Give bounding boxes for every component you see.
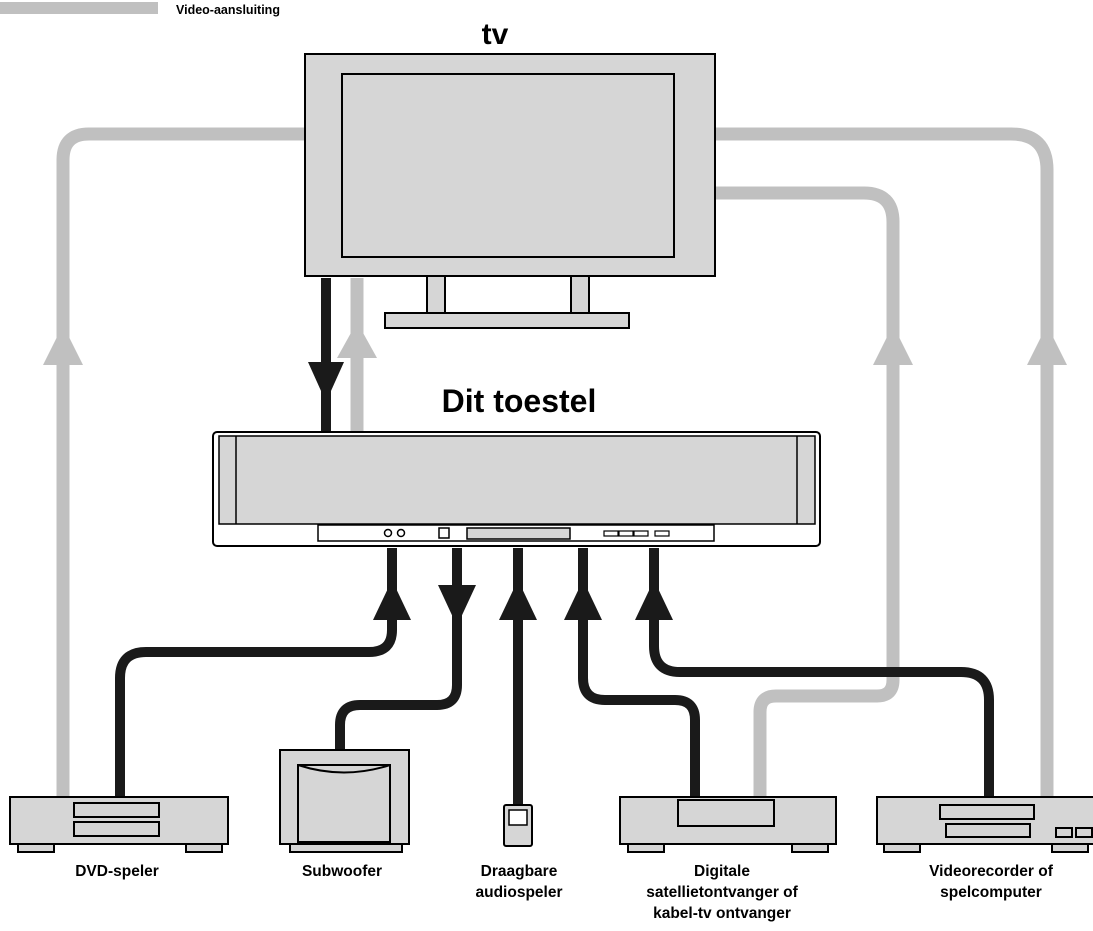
- video-cable-dvd: [56, 127, 305, 797]
- unit-jack-right: [396, 528, 406, 538]
- unit-port: [438, 527, 450, 539]
- tv-screen: [341, 73, 675, 258]
- vcr-slot-top: [939, 804, 1035, 820]
- vcr-label-line-2: spelcomputer: [940, 884, 1042, 901]
- dvd-player-illustration: [9, 796, 229, 853]
- audio-arrow-tv-to-unit: [308, 362, 344, 402]
- unit-button-4: [654, 530, 670, 537]
- unit-display: [466, 527, 571, 540]
- audio-arrow-vcr: [635, 580, 673, 620]
- legend-video-swatch: [0, 2, 158, 14]
- unit-illustration: [212, 431, 821, 547]
- video-cable-vcr: [715, 127, 1054, 797]
- satellite-label-line-1: Digitale: [694, 863, 750, 880]
- unit-grille: [218, 435, 816, 525]
- legend-video-label: Video-aansluiting: [176, 3, 280, 17]
- video-arrows: [43, 322, 1067, 365]
- video-arrow-satellite: [873, 325, 913, 365]
- vcr-slot-bottom: [945, 823, 1031, 838]
- subwoofer-label: Subwoofer: [302, 863, 382, 880]
- audio-cable-subwoofer: [335, 548, 462, 750]
- portable-player-label-line-1: Draagbare: [481, 863, 558, 880]
- satellite-label-line-3: kabel-tv ontvanger: [653, 905, 791, 922]
- tv-title: tv: [482, 18, 509, 51]
- video-cables: [56, 127, 1054, 800]
- audio-arrow-dvd: [373, 580, 411, 620]
- video-cable-satellite: [715, 186, 900, 800]
- audio-arrow-satellite: [564, 580, 602, 620]
- dvd-label: DVD-speler: [75, 863, 159, 880]
- portable-player-screen: [508, 809, 528, 826]
- vcr-label-line-1: Videorecorder of: [929, 863, 1054, 880]
- satellite-display: [677, 799, 775, 827]
- tv-stand-base: [384, 312, 630, 329]
- unit-button-2: [618, 530, 634, 537]
- subwoofer-illustration: [279, 749, 410, 853]
- unit-button-3: [633, 530, 649, 537]
- vcr-button-1: [1055, 827, 1073, 838]
- unit-title: Dit toestel: [442, 383, 597, 419]
- unit-jack-left: [383, 528, 393, 538]
- audio-cable-dvd: [115, 548, 397, 797]
- unit-button-1: [603, 530, 619, 537]
- satellite-label-line-2: satellietontvanger of: [646, 884, 798, 901]
- satellite-receiver-illustration: [619, 796, 837, 853]
- tv-illustration: [304, 53, 716, 329]
- tv-leg-left: [426, 274, 446, 316]
- dvd-tray-top: [73, 802, 160, 818]
- vcr-illustration: [876, 796, 1093, 853]
- subwoofer-cone-curve: [297, 764, 391, 774]
- audio-cable-satellite: [578, 548, 700, 800]
- video-arrow-dvd: [43, 325, 83, 365]
- tv-leg-right: [570, 274, 590, 316]
- audio-arrow-subwoofer: [438, 585, 476, 626]
- audio-arrows: [308, 362, 673, 626]
- portable-player-label-line-2: audiospeler: [476, 884, 563, 901]
- subwoofer-grille: [297, 764, 391, 843]
- audio-cables: [115, 278, 994, 805]
- vcr-button-2: [1075, 827, 1093, 838]
- dvd-tray-bottom: [73, 821, 160, 837]
- video-arrow-unit-to-tv: [337, 322, 377, 358]
- video-arrow-vcr: [1027, 325, 1067, 365]
- audio-arrow-portable: [499, 580, 537, 620]
- audio-cable-vcr: [649, 548, 994, 797]
- portable-player-illustration: [503, 804, 533, 847]
